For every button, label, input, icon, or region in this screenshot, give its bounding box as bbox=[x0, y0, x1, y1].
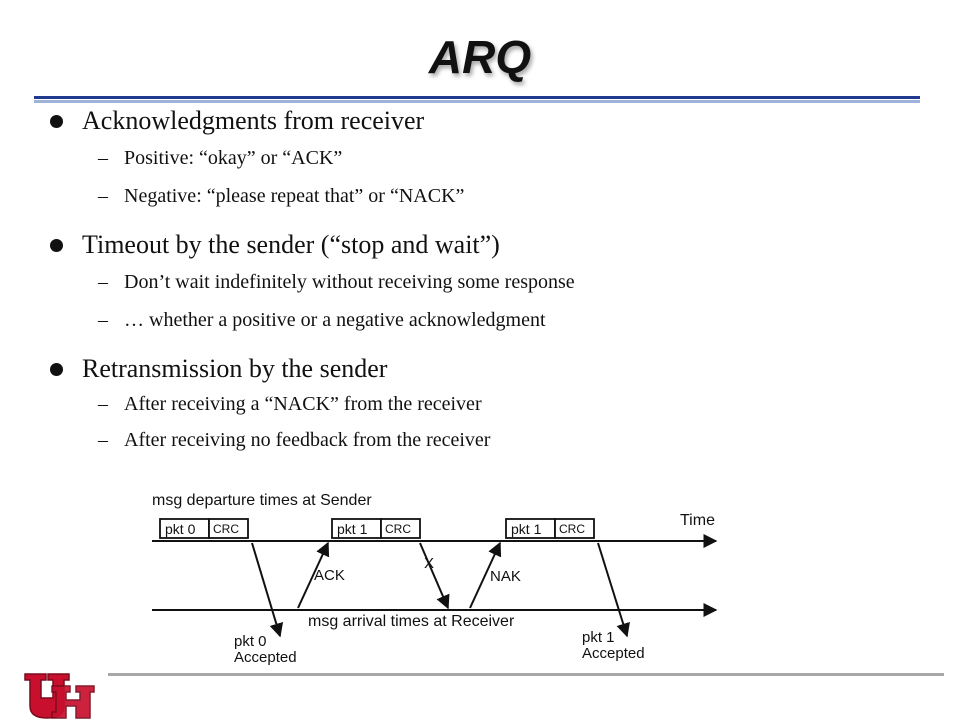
accepted-pkt-1-status: Accepted bbox=[582, 645, 645, 662]
dash-icon: – bbox=[98, 429, 108, 451]
sub-bullet-text: … whether a positive or a negative ackno… bbox=[124, 309, 546, 331]
sub-bullet-negative: – Negative: “please repeat that” or “NAC… bbox=[46, 184, 926, 208]
ack-arrow bbox=[297, 541, 330, 609]
sub-bullet-text: Positive: “okay” or “ACK” bbox=[124, 147, 343, 169]
crc-box bbox=[554, 518, 595, 539]
sub-bullet-text: After receiving no feedback from the rec… bbox=[124, 429, 491, 451]
bullet-dot-icon bbox=[50, 115, 63, 128]
accepted-pkt-0: pkt 0 bbox=[234, 633, 267, 650]
dash-icon: – bbox=[98, 393, 108, 415]
dash-icon: – bbox=[98, 309, 108, 331]
sub-bullet-positive: – Positive: “okay” or “ACK” bbox=[46, 146, 926, 170]
footer-rule bbox=[108, 673, 944, 676]
packet-label: pkt 0 bbox=[165, 521, 196, 537]
nak-label: NAK bbox=[490, 568, 521, 585]
sub-bullet-whether: – … whether a positive or a negative ack… bbox=[46, 308, 926, 332]
bullet-text: Acknowledgments from receiver bbox=[82, 106, 425, 135]
title-rule-dark bbox=[34, 96, 920, 99]
packet-0-arrow bbox=[251, 542, 284, 638]
sub-bullet-text: After receiving a “NACK” from the receiv… bbox=[124, 393, 482, 415]
receiver-axis-label: msg arrival times at Receiver bbox=[308, 613, 515, 630]
accepted-pkt-1: pkt 1 bbox=[582, 629, 615, 646]
bullet-timeout: Timeout by the sender (“stop and wait”) bbox=[46, 230, 926, 260]
bullet-retransmission: Retransmission by the sender bbox=[46, 354, 926, 384]
title-rule bbox=[34, 96, 920, 103]
bullet-dot-icon bbox=[50, 363, 63, 376]
arq-timing-diagram: msg departure times at Sender Time pkt 0… bbox=[152, 492, 718, 666]
nak-arrow bbox=[469, 541, 502, 609]
dash-icon: – bbox=[98, 271, 108, 293]
bullet-dot-icon bbox=[50, 239, 63, 252]
packet-1-retransmit-arrow bbox=[597, 542, 630, 638]
bullet-acknowledgments: Acknowledgments from receiver bbox=[46, 106, 926, 136]
crc-label: CRC bbox=[385, 522, 411, 536]
packet-1-arrow bbox=[419, 542, 450, 610]
sub-bullet-after-nack: – After receiving a “NACK” from the rece… bbox=[46, 392, 926, 416]
accepted-pkt-0-status: Accepted bbox=[234, 649, 297, 666]
sub-bullet-no-feedback: – After receiving no feedback from the r… bbox=[46, 428, 926, 452]
packet-0: pkt 0 CRC bbox=[159, 518, 249, 539]
dash-icon: – bbox=[98, 147, 108, 169]
sub-bullet-text: Don’t wait indefinitely without receivin… bbox=[124, 271, 575, 293]
sub-bullet-dont-wait: – Don’t wait indefinitely without receiv… bbox=[46, 270, 926, 294]
ack-label: ACK bbox=[314, 567, 345, 584]
bullet-list: Acknowledgments from receiver – Positive… bbox=[46, 106, 926, 452]
dash-icon: – bbox=[98, 185, 108, 207]
error-mark: X bbox=[424, 555, 434, 572]
crc-label: CRC bbox=[213, 522, 239, 536]
crc-label: CRC bbox=[559, 522, 585, 536]
packet-1-retransmit: pkt 1 CRC bbox=[505, 518, 595, 539]
slide-title: ARQ bbox=[428, 31, 532, 83]
packet-label: pkt 1 bbox=[511, 521, 542, 537]
bullet-text: Timeout by the sender (“stop and wait”) bbox=[82, 230, 500, 259]
sub-bullet-text: Negative: “please repeat that” or “NACK” bbox=[124, 185, 465, 207]
title-rule-light bbox=[34, 100, 920, 103]
bullet-text: Retransmission by the sender bbox=[82, 354, 388, 383]
packet-1: pkt 1 CRC bbox=[331, 518, 421, 539]
crc-box bbox=[380, 518, 421, 539]
crc-box bbox=[208, 518, 249, 539]
sender-axis-label: msg departure times at Sender bbox=[152, 492, 372, 509]
packet-label: pkt 1 bbox=[337, 521, 368, 537]
time-label: Time bbox=[680, 512, 715, 529]
uh-logo-icon bbox=[24, 673, 95, 719]
